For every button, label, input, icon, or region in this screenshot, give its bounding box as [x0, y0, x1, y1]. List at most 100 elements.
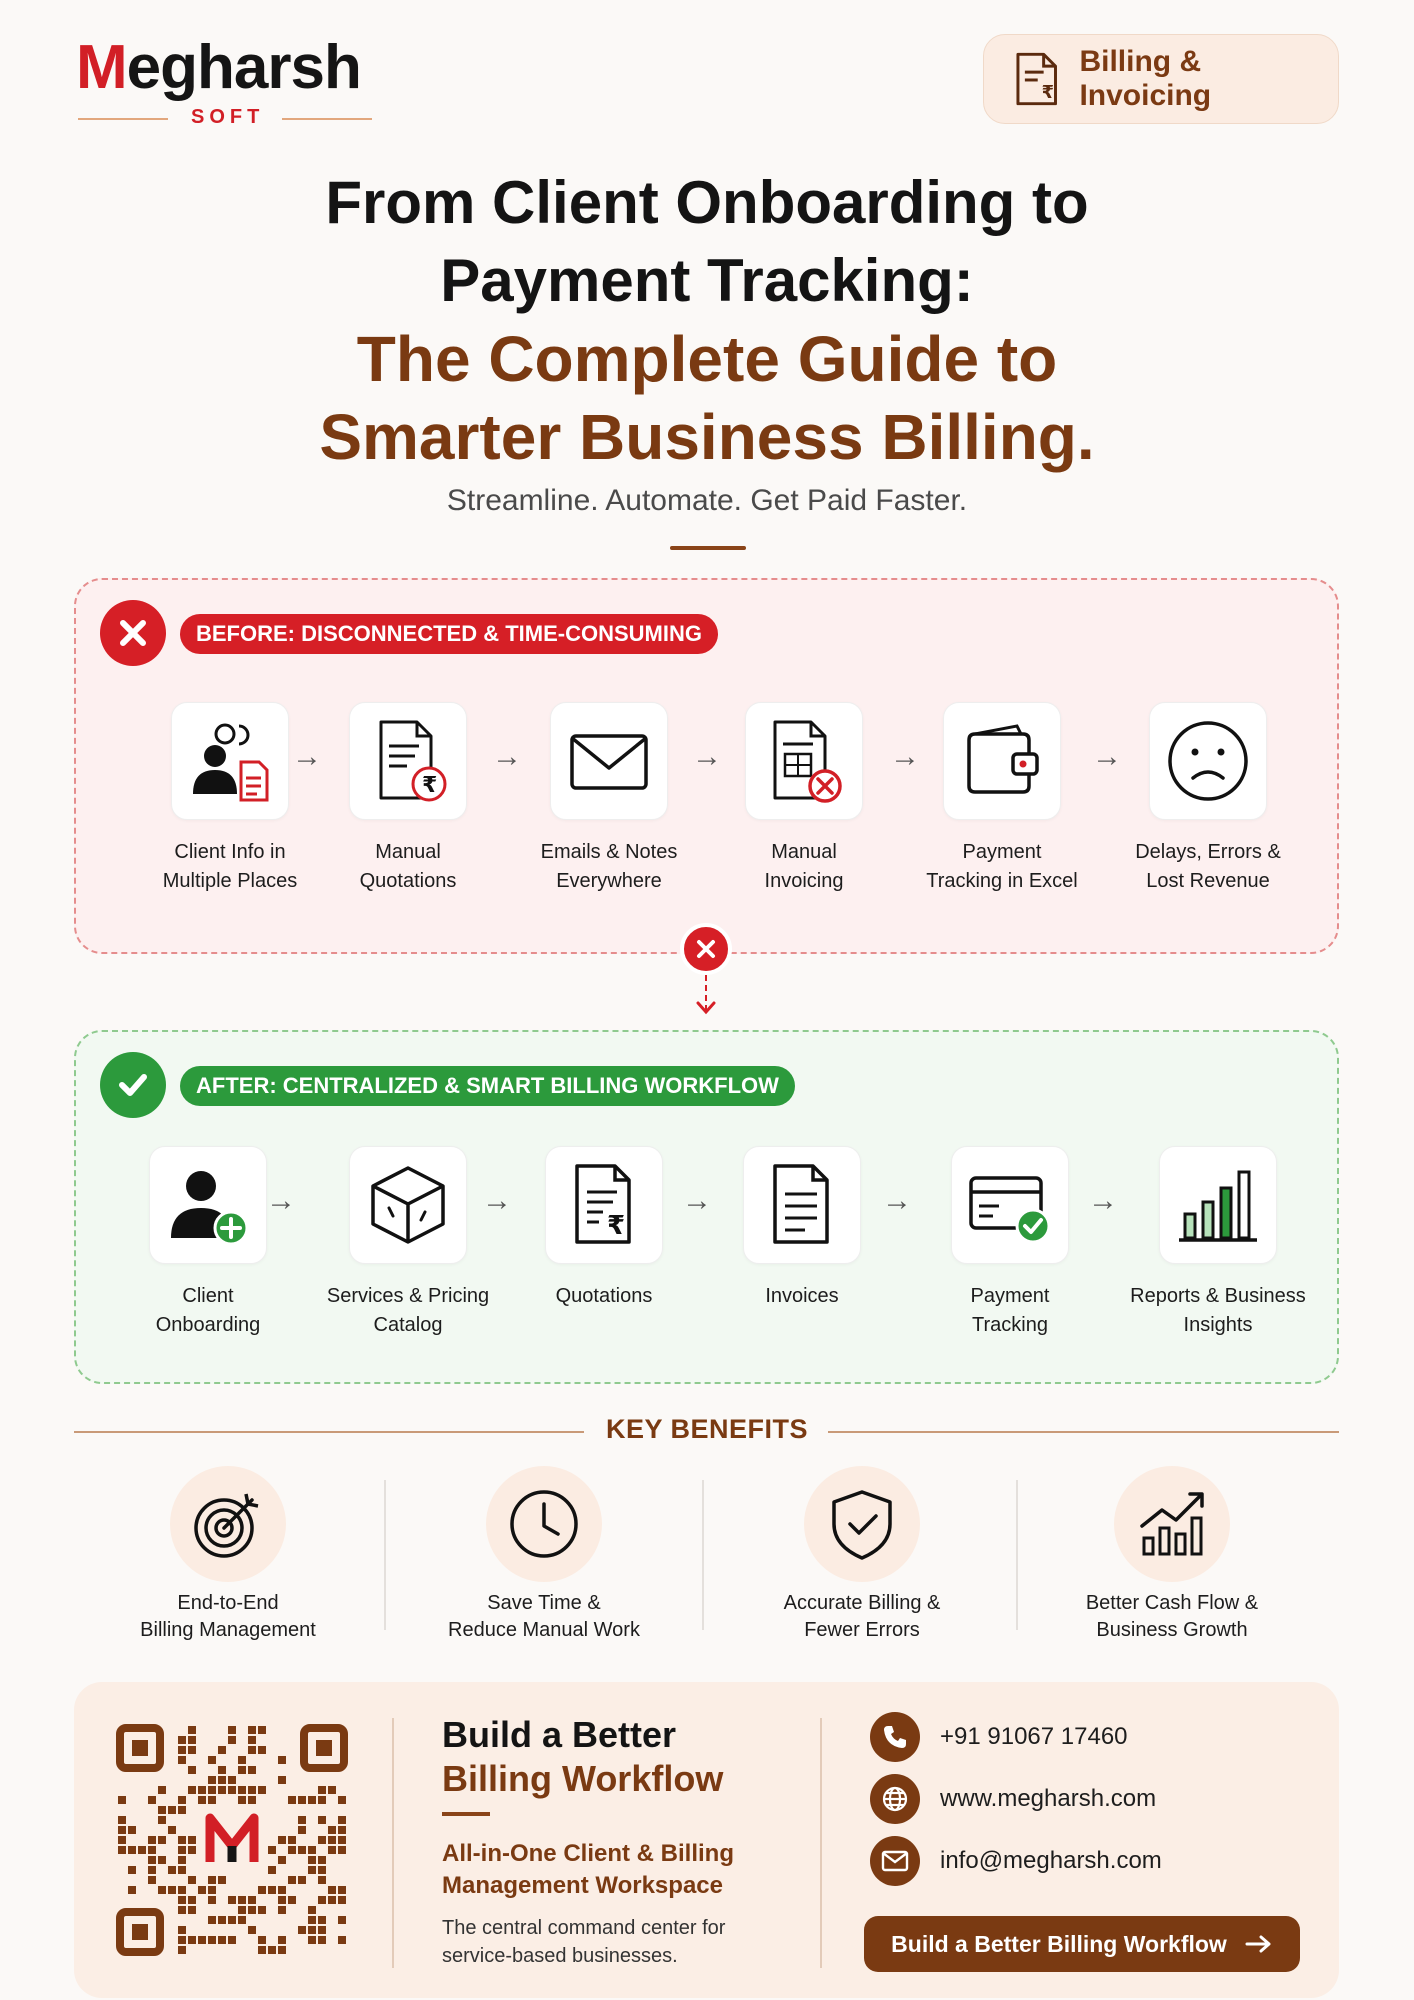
logo-rule-right: [282, 118, 372, 120]
footer-divider: [392, 1718, 394, 1968]
step-label: Delays, Errors &Lost Revenue: [1135, 841, 1281, 892]
after-panel: AFTER: CENTRALIZED & SMART BILLING WORKF…: [74, 1030, 1339, 1384]
arrow-right-icon: →: [492, 740, 522, 773]
step-label: Quotations: [555, 1285, 653, 1307]
benefit-divider: [384, 1480, 386, 1630]
qr-code-icon[interactable]: [114, 1722, 350, 1958]
phone-number: +91 91067 17460: [940, 1723, 1128, 1750]
contact-website[interactable]: www.megharsh.com: [870, 1774, 1156, 1824]
sad-face-icon: [1149, 702, 1267, 820]
hero-title-line-1: From Client Onboarding to: [325, 169, 1089, 236]
footer-heading-line-1: Build a Better: [442, 1714, 677, 1755]
hero-divider: [670, 546, 746, 550]
arrow-right-icon: →: [890, 740, 920, 773]
category-badge: ₹ Billing & Invoicing: [983, 34, 1339, 124]
clock-icon: [486, 1466, 602, 1582]
wallet-icon: [943, 702, 1061, 820]
arrow-right-icon: →: [266, 1184, 296, 1217]
email-address: info@megharsh.com: [940, 1847, 1162, 1874]
before-x-icon: [100, 600, 166, 666]
footer-description-line-1: The central command center for: [442, 1917, 726, 1939]
transition-dashed-line: [705, 975, 707, 1011]
benefits-title: KEY BENEFITS: [605, 1414, 809, 1444]
arrow-right-icon: →: [692, 740, 722, 773]
arrow-right-icon: [1245, 1935, 1271, 1953]
growth-chart-icon: [1114, 1466, 1230, 1582]
footer-heading-line-2: Billing Workflow: [442, 1758, 724, 1799]
box-icon: [349, 1146, 467, 1264]
benefit-divider: [702, 1480, 704, 1630]
bar-chart-icon: [1159, 1146, 1277, 1264]
footer-card: Build a Better Billing Workflow All-in-O…: [74, 1682, 1339, 1998]
quotation-rupee-icon: ₹: [349, 702, 467, 820]
footer-heading-rule: [442, 1812, 490, 1816]
envelope-icon: [550, 702, 668, 820]
shield-check-icon: [804, 1466, 920, 1582]
benefits-rule-right: [828, 1431, 1339, 1433]
benefits-rule-left: [74, 1431, 584, 1433]
footer-subheading-line-1: All-in-One Client & Billing: [442, 1840, 734, 1867]
phone-icon: [870, 1712, 920, 1762]
invoice-icon: [743, 1146, 861, 1264]
user-add-icon: [149, 1146, 267, 1264]
transition-x-icon: [680, 923, 732, 975]
globe-icon: [870, 1774, 920, 1824]
cta-button[interactable]: Build a Better Billing Workflow: [864, 1916, 1300, 1972]
megharsh-logo[interactable]: Megharsh SOFT: [76, 30, 376, 130]
contact-phone[interactable]: +91 91067 17460: [870, 1712, 1128, 1762]
logo-word-rest: egharsh: [126, 33, 362, 102]
hero-title-line-3: The Complete Guide to: [356, 323, 1058, 395]
chevron-down-icon: [696, 1001, 716, 1015]
contact-email[interactable]: info@megharsh.com: [870, 1836, 1162, 1886]
logo-wordmark: Megharsh: [76, 30, 362, 106]
benefit-label: Better Cash Flow &Business Growth: [1085, 1592, 1259, 1641]
mail-icon: [870, 1836, 920, 1886]
svg-text:₹: ₹: [422, 773, 437, 798]
after-label-pill: AFTER: CENTRALIZED & SMART BILLING WORKF…: [180, 1066, 795, 1106]
quotation-icon: ₹: [545, 1146, 663, 1264]
invoice-error-icon: [745, 702, 863, 820]
invoice-rupee-icon: ₹: [1016, 52, 1057, 106]
arrow-right-icon: →: [1092, 740, 1122, 773]
benefit-label: Save Time &Reduce Manual Work: [448, 1592, 640, 1641]
footer-description-line-2: service-based businesses.: [442, 1945, 678, 1967]
step-label: Invoices: [765, 1285, 839, 1307]
logo-m-letter: M: [76, 33, 128, 102]
badge-label: Billing & Invoicing: [1079, 45, 1212, 112]
card-check-icon: [951, 1146, 1069, 1264]
svg-text:₹: ₹: [1042, 82, 1054, 103]
hero-title-line-2: Payment Tracking:: [440, 247, 974, 314]
arrow-right-icon: →: [882, 1184, 912, 1217]
target-icon: [170, 1466, 286, 1582]
website-url: www.megharsh.com: [940, 1785, 1157, 1812]
before-panel: BEFORE: DISCONNECTED & TIME-CONSUMING Cl…: [74, 578, 1339, 954]
cta-label: Build a Better Billing Workflow: [891, 1930, 1227, 1957]
people-document-icon: [171, 702, 289, 820]
hero-title-line-4: Smarter Business Billing.: [319, 401, 1095, 473]
after-check-icon: [100, 1052, 166, 1118]
arrow-right-icon: →: [1088, 1184, 1118, 1217]
benefit-divider: [1016, 1480, 1018, 1630]
arrow-right-icon: →: [292, 740, 322, 773]
before-label-pill: BEFORE: DISCONNECTED & TIME-CONSUMING: [180, 614, 718, 654]
footer-subheading-line-2: Management Workspace: [442, 1872, 723, 1899]
arrow-right-icon: →: [482, 1184, 512, 1217]
logo-soft-label: SOFT: [191, 106, 265, 128]
logo-rule-left: [78, 118, 168, 120]
arrow-right-icon: →: [682, 1184, 712, 1217]
hero-tagline: Streamline. Automate. Get Paid Faster.: [446, 484, 968, 517]
footer-divider: [820, 1718, 822, 1968]
svg-text:₹: ₹: [607, 1211, 625, 1241]
benefit-label: Accurate Billing &Fewer Errors: [783, 1592, 941, 1641]
